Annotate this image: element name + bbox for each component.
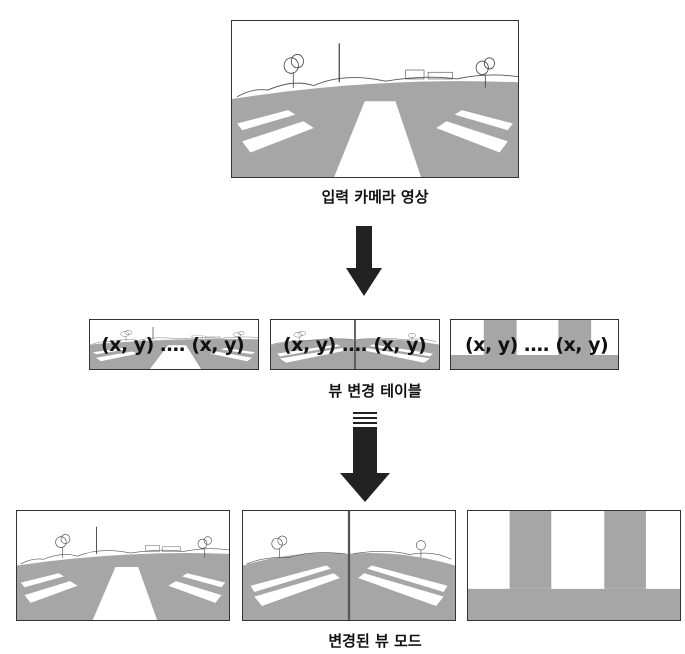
coord-left: (x, y) — [465, 334, 518, 356]
down-arrow-icon — [346, 226, 382, 296]
coord-left: (x, y) — [101, 334, 154, 356]
coord-left: (x, y) — [283, 334, 336, 356]
table-image-3 — [450, 319, 619, 370]
coord-dots: …. — [341, 334, 368, 356]
table-caption: 뷰 변경 테이블 — [328, 382, 422, 400]
table-image-1 — [89, 319, 259, 370]
table-coords-3: (x, y) …. (x, y) — [465, 334, 609, 356]
table-coords-1: (x, y) …. (x, y) — [101, 334, 245, 356]
output-view-1 — [16, 510, 230, 621]
input-camera-image — [231, 20, 519, 178]
output-caption: 변경된 뷰 모드 — [328, 632, 422, 650]
table-coords-2: (x, y) …. (x, y) — [283, 334, 427, 356]
table-image-2 — [270, 319, 440, 370]
output-view-2 — [242, 510, 456, 621]
coord-dots: …. — [159, 334, 186, 356]
coord-dots: …. — [523, 334, 550, 356]
input-caption: 입력 카메라 영상 — [321, 188, 429, 206]
coord-right: (x, y) — [191, 334, 245, 356]
coord-right: (x, y) — [555, 334, 609, 356]
output-view-3 — [467, 510, 681, 621]
coord-right: (x, y) — [373, 334, 427, 356]
triple-line-down-arrow-icon — [340, 412, 390, 502]
